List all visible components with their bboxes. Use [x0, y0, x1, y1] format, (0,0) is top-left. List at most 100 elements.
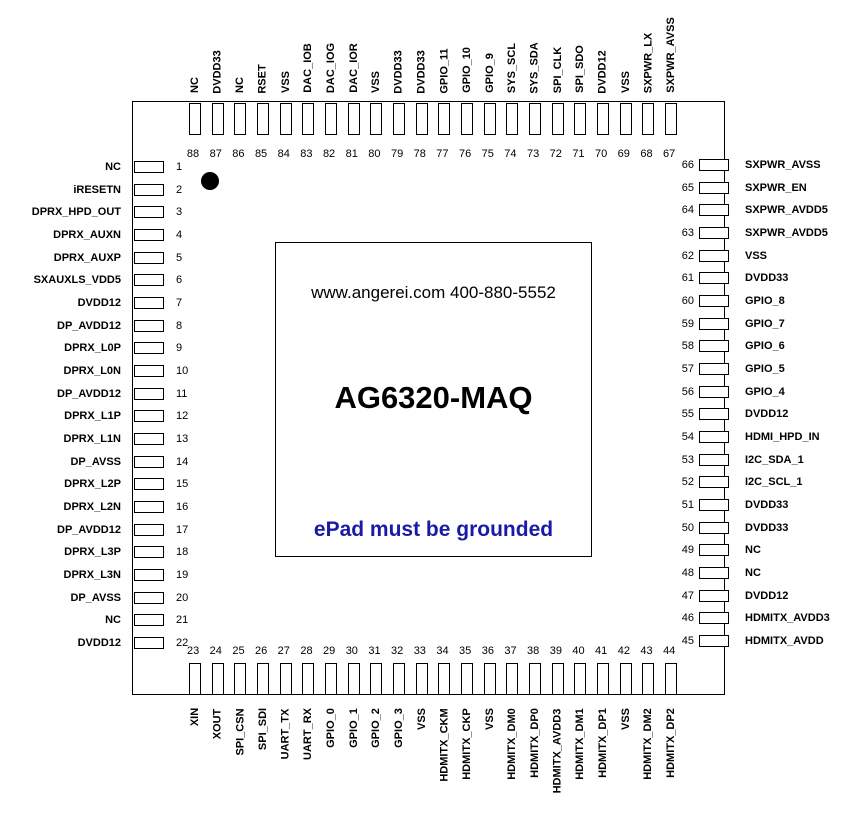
pin-label: GPIO_10 [460, 47, 473, 93]
pin-pad-bottom [257, 663, 269, 695]
pin-pad-bottom [438, 663, 451, 695]
pin-pad-left [134, 274, 164, 287]
pin-number: 82 [322, 148, 336, 160]
pin-label: GPIO_4 [745, 385, 785, 398]
pin-number: 62 [681, 249, 694, 262]
pin-label: DPRX_L3N [63, 569, 121, 582]
pin-pad-right [699, 317, 729, 330]
website-text: www.angerei.com 400-880-5552 [311, 283, 556, 302]
pin-pad-bottom [529, 663, 542, 695]
pin-label: I2C_SDA_1 [745, 453, 804, 466]
pin-pad-bottom [642, 663, 655, 695]
pin-number: 40 [572, 645, 585, 657]
pin-number: 4 [176, 229, 183, 241]
pin-label: GPIO_1 [347, 708, 360, 748]
pin-pad-right [699, 385, 729, 398]
pin-pad-left [134, 410, 164, 423]
pin-label: HDMITX_DM2 [642, 708, 655, 780]
pin-pad-right [699, 158, 729, 171]
pin-label: DPRX_L0P [64, 342, 121, 355]
pin-pad-bottom [211, 663, 224, 695]
pin-label: GPIO_5 [745, 362, 785, 375]
pin-label: HDMITX_CKM [438, 707, 451, 782]
pin-number: 30 [345, 645, 358, 657]
pin-label: DVDD33 [745, 498, 789, 511]
pin-label: NC [234, 77, 247, 93]
pin-number: 52 [681, 476, 694, 489]
pin-label: DP_AVSS [70, 455, 121, 468]
pin-number: 8 [176, 319, 183, 332]
pin-number: 13 [176, 433, 189, 446]
pin-label: HDMITX_DP2 [664, 708, 677, 778]
pin-label: GPIO_6 [745, 340, 785, 353]
pin-label: DVDD33 [393, 49, 406, 94]
pin-label: HDMITX_DM1 [574, 708, 587, 780]
pin-number: 77 [436, 148, 449, 160]
pin-pad-top [279, 103, 292, 135]
pin-number: 21 [176, 614, 189, 627]
pin-number: 69 [617, 148, 630, 160]
pin-label: HDMITX_AVDD3 [745, 612, 830, 625]
pin-pad-left [134, 478, 164, 491]
pin-pad-bottom [665, 663, 678, 695]
pin-label: DP_AVDD12 [57, 319, 121, 332]
pin-label: SYS_SCL [506, 42, 519, 94]
pin-number: 17 [176, 523, 189, 536]
pin-number: 83 [300, 148, 313, 160]
pin-pad-right [699, 498, 729, 511]
pin-number: 58 [681, 340, 694, 353]
pin-label: DPRX_L0N [63, 365, 121, 378]
pin-label: VSS [483, 707, 496, 731]
pin-label: VSS [370, 70, 383, 94]
pin-number: 56 [681, 385, 694, 398]
pin-number: 35 [459, 645, 472, 657]
pin-pad-bottom [189, 663, 201, 695]
pin-pad-right [699, 362, 729, 375]
pin-label: DVDD33 [415, 49, 428, 94]
pin-pad-top [642, 103, 655, 135]
pin-number: 72 [549, 148, 562, 160]
pin-pad-top [665, 103, 677, 135]
pin-pad-top [211, 103, 224, 135]
pin-pad-top [551, 103, 564, 135]
pin-pad-right [699, 249, 729, 262]
pin-pad-left [134, 591, 164, 604]
pin-label: DVDD33 [745, 272, 789, 285]
pin-label: SXPWR_LX [642, 32, 655, 93]
pin-number: 65 [681, 181, 694, 194]
pin-pad-top [302, 103, 315, 135]
pin-label: HDMITX_DP1 [596, 708, 609, 778]
pin-number: 3 [176, 206, 183, 219]
pin-number: 61 [681, 272, 694, 285]
pin-label: VSS [619, 70, 632, 94]
pin-pad-right [699, 612, 729, 625]
pin-number: 33 [413, 645, 426, 657]
pin-pad-right [699, 566, 729, 579]
pin-number: 24 [209, 645, 222, 657]
pin-pad-left [134, 183, 164, 196]
pin-label: DPRX_AUXP [53, 251, 121, 264]
pin-number: 68 [640, 148, 653, 160]
pin-label: VSS [619, 707, 632, 731]
pin-pad-bottom [370, 663, 383, 695]
pin-pad-right [699, 430, 729, 443]
pin-label: NC [105, 614, 121, 627]
pin-number: 2 [176, 183, 183, 196]
pin-label: DVDD33 [745, 521, 789, 534]
pin-label: UART_RX [302, 708, 315, 760]
pin-number: 25 [232, 645, 245, 657]
pin-pad-top [528, 103, 541, 135]
pin-pad-left [134, 297, 164, 310]
pin-pad-top [370, 103, 383, 135]
pin-number: 18 [176, 546, 189, 559]
pin-label: DAC_IOB [302, 43, 315, 93]
pin-label: DPRX_HPD_OUT [31, 206, 121, 219]
pin-number: 23 [187, 645, 200, 657]
pin-pad-right [699, 453, 729, 466]
pin-label: XOUT [211, 708, 224, 739]
pin-label: XIN [189, 707, 202, 727]
pin-label: SPI_SDI [257, 707, 270, 751]
pin-pad-bottom [619, 663, 632, 695]
pin-pad-top [619, 103, 632, 135]
pin-label: GPIO_2 [370, 708, 383, 748]
